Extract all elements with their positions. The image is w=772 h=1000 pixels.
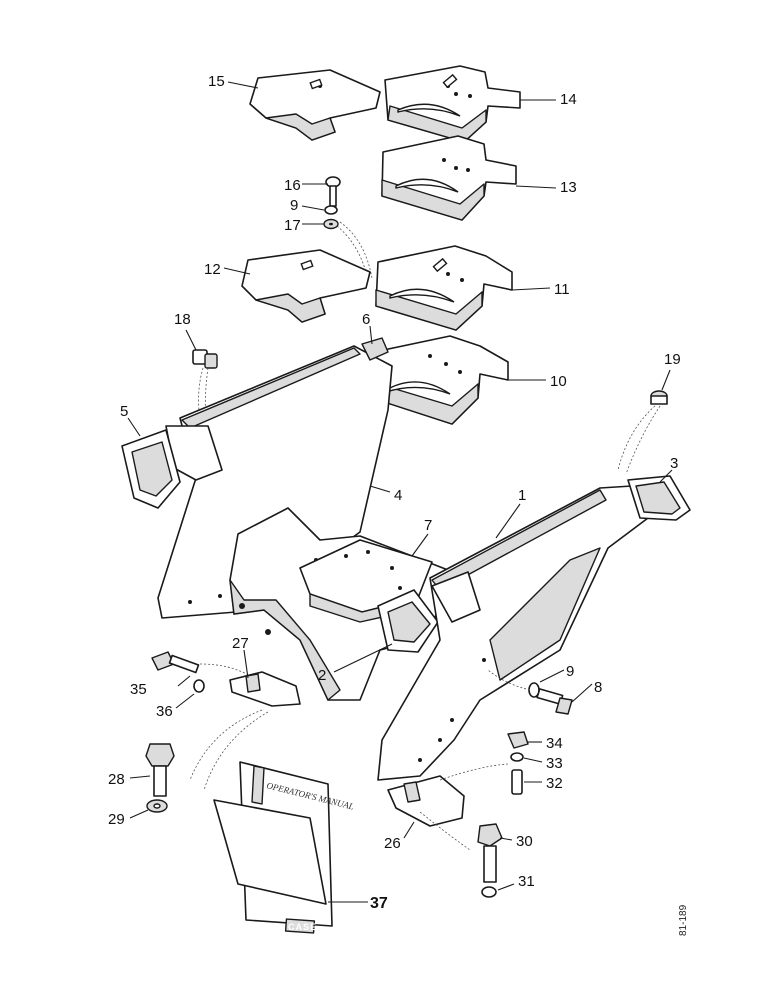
plate-10 bbox=[371, 335, 509, 425]
nut-34 bbox=[507, 731, 529, 749]
callout-37: 37 bbox=[370, 895, 388, 912]
flat-washer-17 bbox=[323, 218, 339, 230]
callout-29: 29 bbox=[108, 811, 125, 828]
bolt-8 bbox=[536, 688, 573, 715]
callout-1: 1 bbox=[518, 487, 526, 504]
bolt-35 bbox=[151, 651, 200, 674]
bolt-16 bbox=[325, 176, 341, 207]
lock-washer-9-right bbox=[528, 682, 540, 698]
callout-30: 30 bbox=[516, 833, 533, 850]
callout-16: 16 bbox=[284, 177, 301, 194]
callout-9-upper: 9 bbox=[290, 197, 298, 214]
plate-13 bbox=[381, 135, 517, 221]
callout-31: 31 bbox=[518, 873, 535, 890]
callout-5: 5 bbox=[120, 403, 128, 420]
callout-17: 17 bbox=[284, 217, 301, 234]
callout-19: 19 bbox=[664, 351, 681, 368]
callout-18: 18 bbox=[174, 311, 191, 328]
lock-washer-31 bbox=[481, 886, 497, 898]
leader-lines bbox=[127, 81, 673, 903]
callout-9-right: 9 bbox=[566, 663, 574, 680]
grille-5 bbox=[121, 429, 181, 509]
grille-6 bbox=[361, 337, 389, 361]
bracket-26 bbox=[387, 775, 465, 827]
clip-18 bbox=[192, 349, 218, 369]
callout-36: 36 bbox=[156, 703, 173, 720]
bolt-28 bbox=[145, 743, 175, 797]
callout-28: 28 bbox=[108, 771, 125, 788]
callout-14: 14 bbox=[560, 91, 577, 108]
drawing-reference: 81-189 bbox=[678, 904, 689, 936]
callout-32: 32 bbox=[546, 775, 563, 792]
callout-34: 34 bbox=[546, 735, 563, 752]
callout-labels: 1 2 3 4 5 6 7 8 9 9 10 11 12 13 14 15 16… bbox=[108, 73, 681, 912]
callout-15: 15 bbox=[208, 73, 225, 90]
callout-26: 26 bbox=[384, 835, 401, 852]
flat-washer-29 bbox=[146, 799, 168, 813]
callout-11: 11 bbox=[554, 281, 570, 298]
callout-33: 33 bbox=[546, 755, 563, 772]
callout-27: 27 bbox=[232, 635, 249, 652]
plate-14 bbox=[384, 65, 521, 143]
callout-12: 12 bbox=[204, 261, 221, 278]
cap-19 bbox=[650, 390, 668, 405]
callout-6: 6 bbox=[362, 311, 370, 328]
callout-35: 35 bbox=[130, 681, 147, 698]
bracket-27 bbox=[229, 671, 301, 707]
plate-11 bbox=[375, 245, 513, 331]
grille-2 bbox=[377, 589, 439, 653]
manual-holder-37: OPERATOR'S MANUAL CASE bbox=[213, 761, 355, 934]
callout-3: 3 bbox=[670, 455, 678, 472]
callout-2: 2 bbox=[318, 667, 326, 684]
plate-12 bbox=[241, 249, 371, 323]
plate-15 bbox=[249, 69, 381, 141]
stud-32 bbox=[511, 769, 523, 795]
lock-washer-9-upper bbox=[324, 205, 338, 215]
callout-7: 7 bbox=[424, 517, 432, 534]
lock-washer-36 bbox=[193, 679, 205, 693]
callout-13: 13 bbox=[560, 179, 577, 196]
fender-1 bbox=[377, 485, 649, 781]
lock-washer-33 bbox=[510, 752, 524, 762]
bolt-30 bbox=[477, 823, 503, 883]
callout-4: 4 bbox=[394, 487, 402, 504]
grille-3 bbox=[627, 475, 691, 521]
case-logo: CASE bbox=[288, 922, 317, 932]
callout-10: 10 bbox=[550, 373, 567, 390]
callout-8: 8 bbox=[594, 679, 602, 696]
